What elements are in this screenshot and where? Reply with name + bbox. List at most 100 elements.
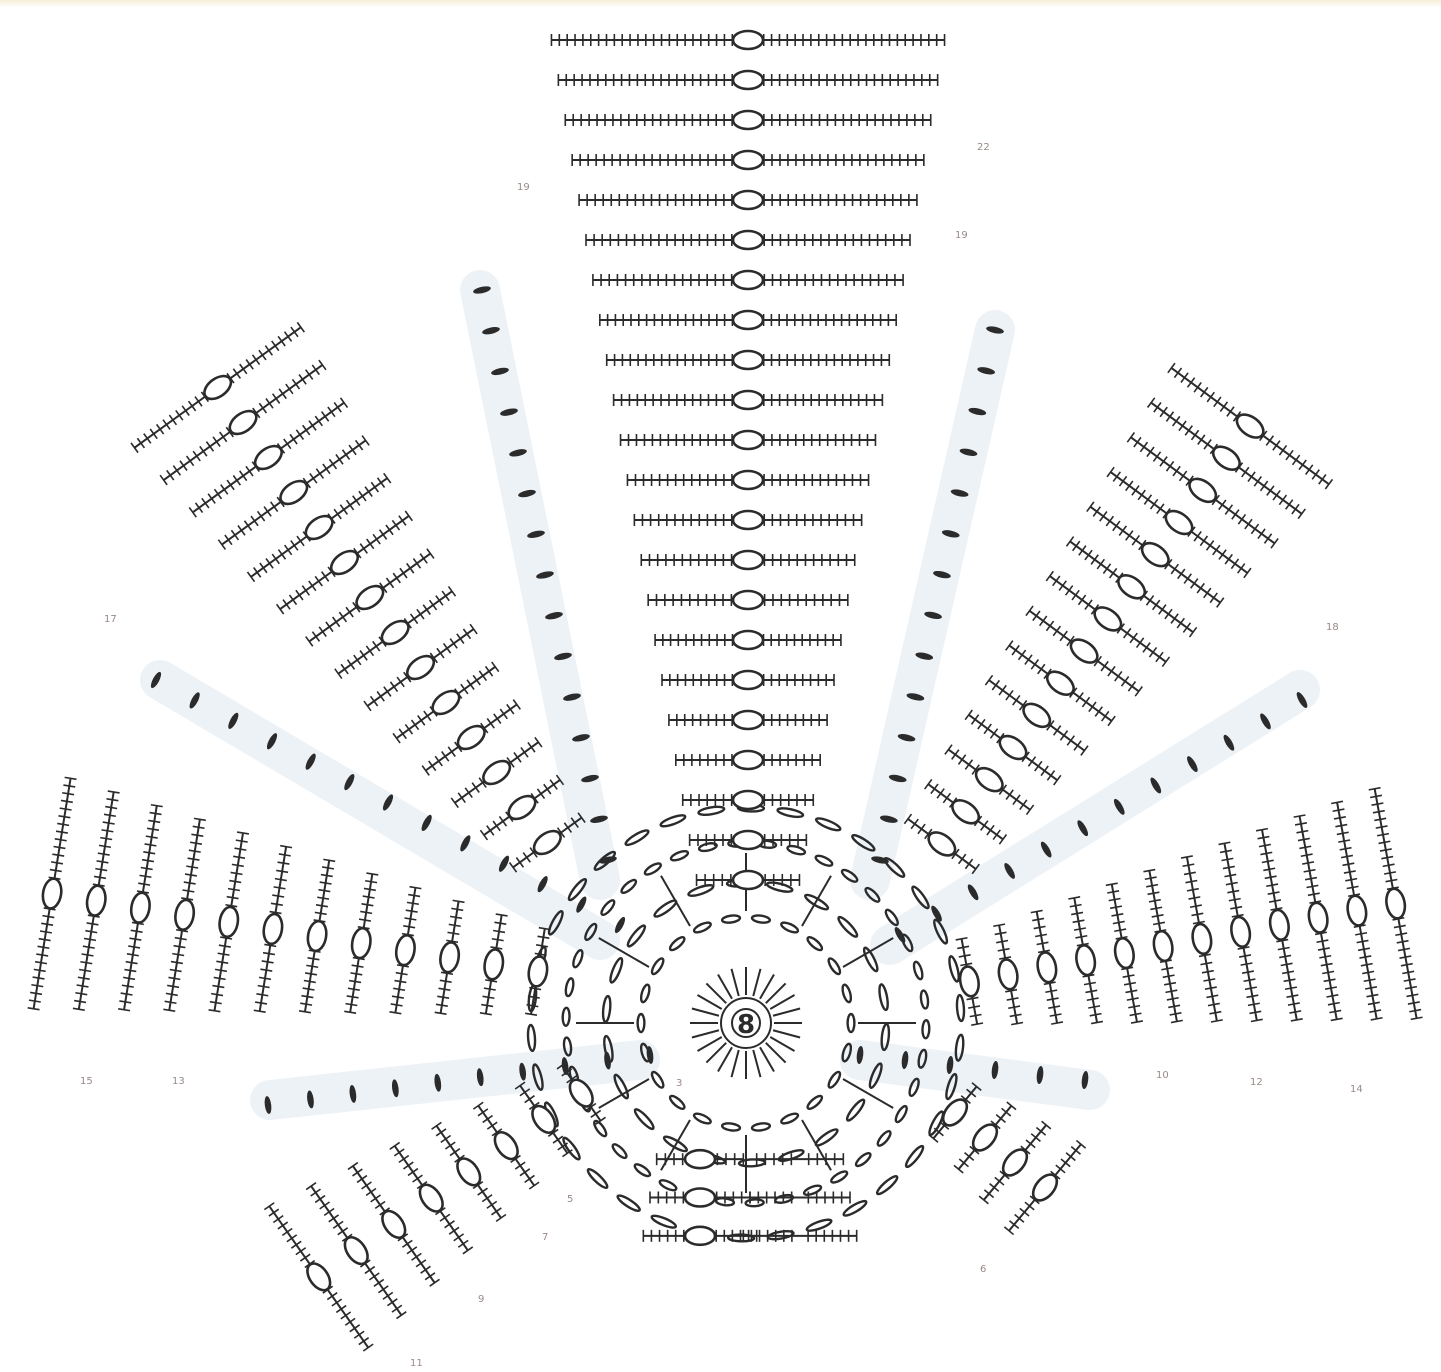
stitch-tick: [1165, 990, 1177, 992]
stitch-tick: [366, 646, 373, 656]
stitch-tick: [405, 918, 417, 920]
stitch-tick: [40, 931, 52, 933]
stitch-tick: [467, 680, 474, 690]
stitch-tick: [968, 1006, 980, 1008]
chain-loop: [670, 849, 689, 862]
stitch-tick: [412, 1253, 422, 1260]
stitch-loop: [733, 271, 763, 289]
stitch-tick: [999, 685, 1006, 695]
stitch-tick: [1089, 702, 1096, 712]
stitch-tick: [1258, 837, 1270, 839]
stitch-tick: [50, 870, 62, 872]
stitch-tick: [1067, 537, 1074, 547]
stitch-tick: [1008, 1006, 1020, 1008]
stitch-tick: [315, 416, 322, 426]
stitch-tick: [1007, 998, 1019, 1000]
stitch-tick: [1299, 460, 1306, 470]
stitch-tick: [1084, 982, 1096, 984]
chain-loop: [650, 1070, 665, 1089]
stitch-tick: [553, 1136, 563, 1143]
stitch-tick: [182, 406, 189, 416]
chain-loop: [586, 1167, 610, 1190]
stitch-tick: [918, 824, 925, 834]
stitch-tick: [437, 996, 449, 998]
stitch-tick: [1182, 864, 1194, 866]
stitch-tick: [1245, 987, 1257, 989]
stitch-tick: [394, 1149, 404, 1156]
stitch-tick: [189, 507, 196, 517]
stitch-tick: [1037, 942, 1049, 944]
stitch-tick: [341, 398, 348, 408]
chain-loop: [780, 1112, 799, 1126]
stitch-tick: [1148, 398, 1155, 408]
stitch-tick: [453, 900, 465, 902]
stitch-tick: [1298, 509, 1305, 519]
stitch-tick: [492, 939, 504, 941]
stitch-tick: [998, 949, 1010, 951]
stitch-tick: [73, 1008, 85, 1010]
stitch-tick: [254, 568, 261, 578]
stitch-tick: [319, 627, 326, 637]
stitch-tick: [1402, 971, 1414, 973]
stitch-tick: [119, 1001, 131, 1003]
stitch-tick: [493, 821, 500, 831]
stitch-tick: [123, 977, 135, 979]
stitch-tick: [537, 936, 549, 938]
stitch-tick: [1219, 550, 1226, 560]
stitch-tick: [144, 434, 151, 444]
spoke: [718, 975, 732, 999]
stitch-tick: [42, 916, 54, 918]
stitch-tick: [145, 844, 157, 846]
stitch-tick: [1248, 472, 1255, 482]
stitch-tick: [312, 365, 319, 375]
stitch-tick: [272, 554, 279, 564]
chain-loop: [650, 957, 665, 976]
stitch-tick: [1376, 826, 1388, 828]
stitch-loop: [733, 871, 763, 889]
stitch-tick: [315, 912, 327, 914]
stitch-tick: [993, 924, 1005, 926]
stitch-tick: [420, 554, 427, 564]
spoke: [773, 1030, 800, 1037]
stitch-tick: [84, 938, 96, 940]
stitch-tick: [274, 887, 286, 889]
stitch-tick: [1131, 1021, 1143, 1023]
stitch-tick: [202, 498, 209, 508]
chain-loop: [948, 955, 961, 982]
stitch-tick: [87, 923, 99, 925]
stitch-tick: [1227, 891, 1239, 893]
stitch-tick: [999, 835, 1006, 845]
stitch-loop: [733, 71, 763, 89]
stitch-loop: [1345, 894, 1368, 927]
stitch-tick: [362, 1182, 372, 1189]
stitch-tick: [315, 576, 322, 586]
stitch-tick: [1340, 848, 1352, 850]
stitch-tick: [1398, 948, 1410, 950]
stitch-tick: [167, 985, 179, 987]
stitch-tick: [320, 882, 332, 884]
stitch-tick: [238, 526, 245, 536]
stitch-tick: [378, 478, 385, 488]
stitch-tick: [978, 719, 985, 729]
stitch-tick: [1239, 955, 1251, 957]
stitch-tick: [1361, 964, 1373, 966]
stitch-tick: [1197, 583, 1204, 593]
stitch-tick: [51, 862, 63, 864]
stitch-tick: [1205, 987, 1217, 989]
stitch-loop: [1190, 923, 1213, 956]
stitch-tick: [196, 503, 203, 513]
stitch-tick: [141, 868, 153, 870]
stitch-tick: [392, 996, 404, 998]
round-number: 10: [1156, 1070, 1169, 1081]
stitch-tick: [410, 887, 422, 889]
stitch-tick: [1147, 447, 1154, 457]
chain-loop: [842, 1199, 868, 1218]
chain-loop: [766, 881, 793, 894]
round-number: 17: [104, 614, 117, 625]
stitch-tick: [188, 858, 200, 860]
stitch-tick: [1319, 474, 1326, 484]
stitch-tick: [957, 946, 969, 948]
stitch-tick: [1048, 1006, 1060, 1008]
stitch-tick: [1184, 574, 1191, 584]
stitch-tick: [327, 1293, 337, 1300]
